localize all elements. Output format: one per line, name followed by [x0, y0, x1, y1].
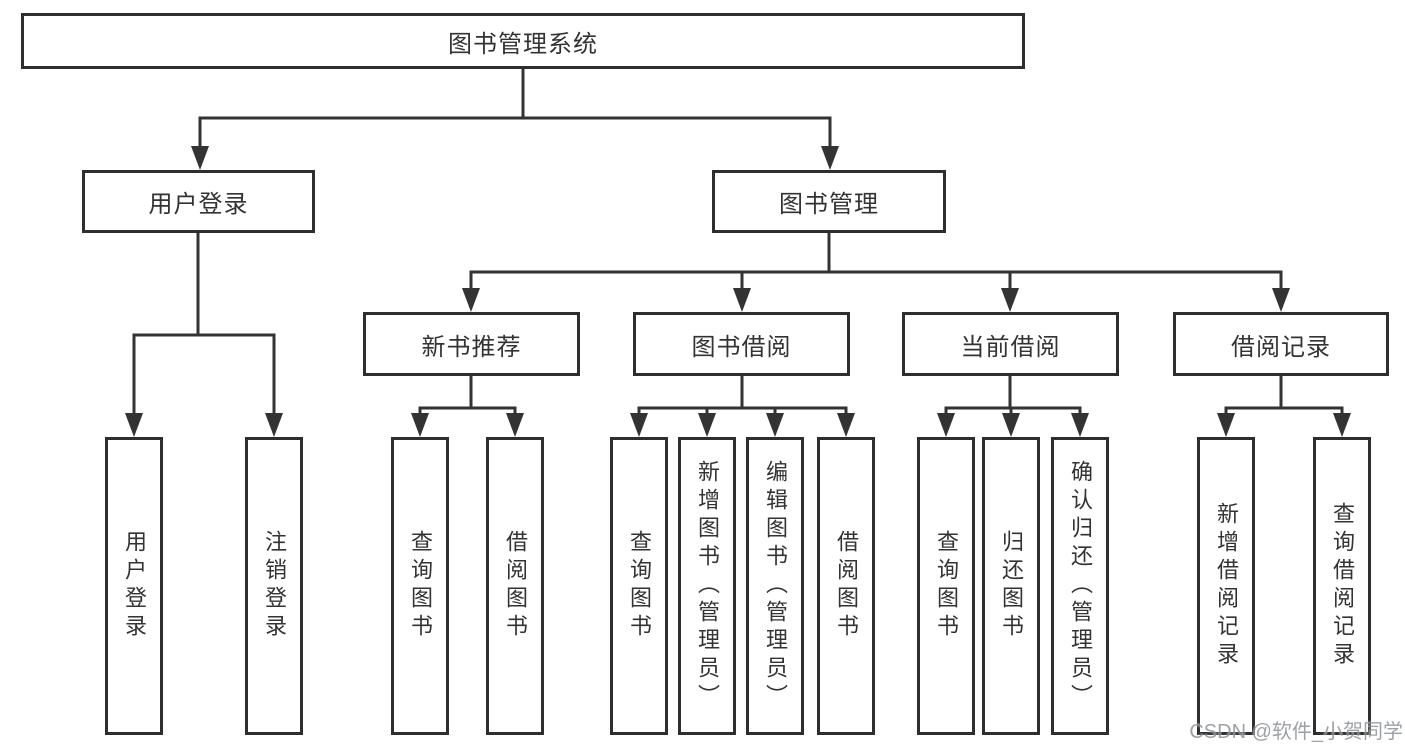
arrowhead	[630, 413, 648, 437]
node-query-books: 查询图书	[391, 437, 449, 735]
arrowhead	[766, 413, 784, 437]
node-current-borrow: 当前借阅	[902, 312, 1119, 376]
arrowhead	[411, 413, 429, 437]
node-logout: 注销登录	[245, 437, 303, 735]
node-borrow-records: 借阅记录	[1173, 312, 1389, 376]
node-root: 图书管理系统	[21, 13, 1025, 69]
arrowhead	[1002, 413, 1020, 437]
node-user-login-leaf: 用户登录	[105, 437, 163, 735]
watermark: CSDN @软件_小贺同学	[1189, 721, 1403, 743]
node-add-borrow-record: 新增借阅记录	[1197, 437, 1255, 735]
arrowhead	[506, 413, 524, 437]
node-label: 新增借阅记录	[1214, 502, 1239, 670]
node-label: 借阅图书	[503, 530, 528, 642]
node-label: 查询图书	[934, 530, 959, 642]
arrowhead	[821, 146, 839, 170]
node-edit-books-admin: 编辑图书（管理员）	[746, 437, 804, 735]
arrowhead	[937, 413, 955, 437]
node-query-borrow-record: 查询借阅记录	[1313, 437, 1371, 735]
node-new-book-recommend: 新书推荐	[363, 312, 580, 376]
node-borrow-books: 借阅图书	[486, 437, 544, 735]
node-label: 归还图书	[999, 530, 1024, 642]
node-borrow-books: 借阅图书	[817, 437, 875, 735]
arrowhead	[462, 288, 480, 312]
node-query-books: 查询图书	[917, 437, 975, 735]
node-confirm-return-admin: 确认归还（管理员）	[1051, 437, 1109, 735]
arrowhead	[265, 413, 283, 437]
node-add-books-admin: 新增图书（管理员）	[678, 437, 736, 735]
arrowhead	[1333, 413, 1351, 437]
node-label: 编辑图书（管理员）	[763, 460, 788, 712]
node-return-books: 归还图书	[982, 437, 1040, 735]
node-book-borrow: 图书借阅	[633, 312, 850, 376]
arrowhead	[1071, 413, 1089, 437]
arrowhead	[837, 413, 855, 437]
arrowhead	[125, 413, 143, 437]
arrowhead	[1272, 288, 1290, 312]
node-label: 注销登录	[262, 530, 287, 642]
node-book-management: 图书管理	[712, 170, 946, 233]
arrowhead	[1001, 288, 1019, 312]
arrowhead	[191, 146, 209, 170]
arrowhead	[698, 413, 716, 437]
arrowhead	[733, 288, 751, 312]
node-user-login: 用户登录	[82, 170, 315, 233]
node-label: 用户登录	[122, 530, 147, 642]
node-label: 查询图书	[627, 530, 652, 642]
node-label: 查询图书	[408, 530, 433, 642]
arrowhead	[1217, 413, 1235, 437]
node-label: 确认归还（管理员）	[1068, 460, 1093, 712]
node-query-books: 查询图书	[610, 437, 668, 735]
node-label: 借阅图书	[834, 530, 859, 642]
node-label: 新增图书（管理员）	[695, 460, 720, 712]
node-label: 查询借阅记录	[1330, 502, 1355, 670]
